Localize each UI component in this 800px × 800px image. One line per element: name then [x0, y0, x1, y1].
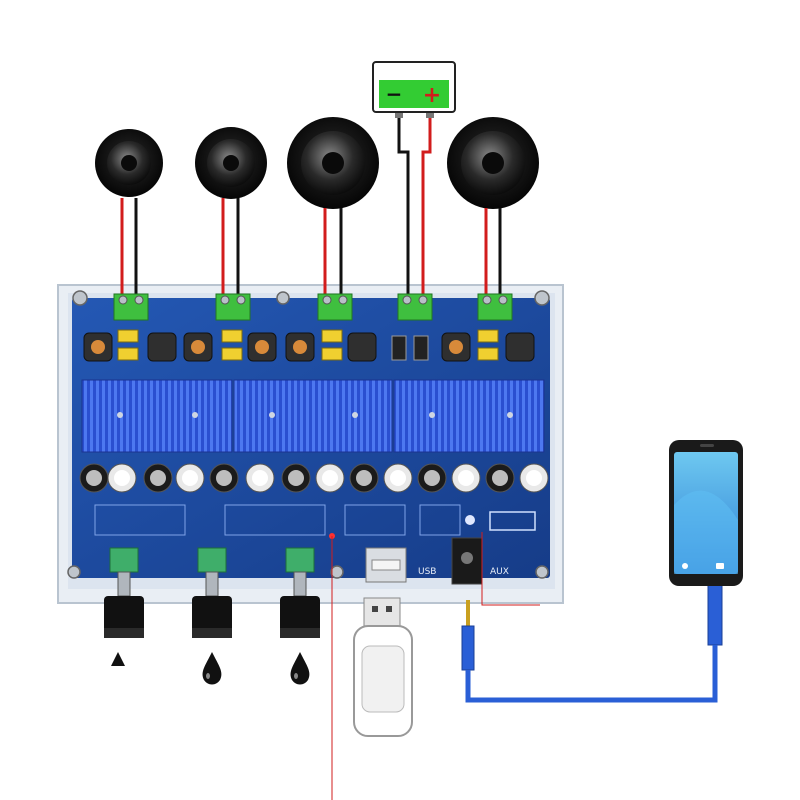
- capacitor: [245, 463, 275, 493]
- aux-jack: AUX: [451, 537, 509, 585]
- capacitor: [209, 463, 239, 493]
- capacitor: [175, 463, 205, 493]
- battery-wires: [397, 118, 432, 300]
- capacitor: [451, 463, 481, 493]
- speaker-wires: [120, 198, 502, 300]
- speaker-4: [447, 117, 539, 209]
- pointer-lines: [331, 532, 540, 800]
- board-details: [94, 504, 536, 539]
- usb-label: USB: [418, 567, 436, 577]
- terminal-blocks: [113, 293, 513, 321]
- drop-icon: [202, 652, 222, 685]
- capacitor: [143, 463, 173, 493]
- capacitor: [519, 463, 549, 493]
- bass-knob[interactable]: [280, 547, 320, 638]
- battery-minus-label: −: [386, 82, 403, 106]
- aux-label: AUX: [490, 567, 509, 577]
- capacitor-row: [79, 463, 549, 493]
- smartphone: [669, 440, 743, 586]
- capacitor: [315, 463, 345, 493]
- usb-flash-drive: [353, 597, 413, 737]
- capacitor: [383, 463, 413, 493]
- treble-knob[interactable]: [192, 547, 232, 638]
- speaker-1: [95, 129, 163, 197]
- aux-cable: [461, 584, 723, 703]
- inductors: [83, 329, 535, 362]
- speaker-3: [287, 117, 379, 209]
- volume-knob[interactable]: [104, 547, 144, 638]
- drop-icon: [290, 652, 310, 685]
- capacitor: [417, 463, 447, 493]
- capacitor: [281, 463, 311, 493]
- capacitor: [485, 463, 515, 493]
- battery: − +: [372, 61, 456, 118]
- battery-plus-label: +: [423, 83, 441, 108]
- speaker-2: [195, 127, 267, 199]
- heatsinks: [81, 379, 545, 453]
- capacitor: [349, 463, 379, 493]
- usb-port: USB: [365, 547, 436, 583]
- capacitor: [107, 463, 137, 493]
- triangle-icon: [111, 652, 125, 666]
- capacitor: [79, 463, 109, 493]
- case-screws: [67, 290, 550, 579]
